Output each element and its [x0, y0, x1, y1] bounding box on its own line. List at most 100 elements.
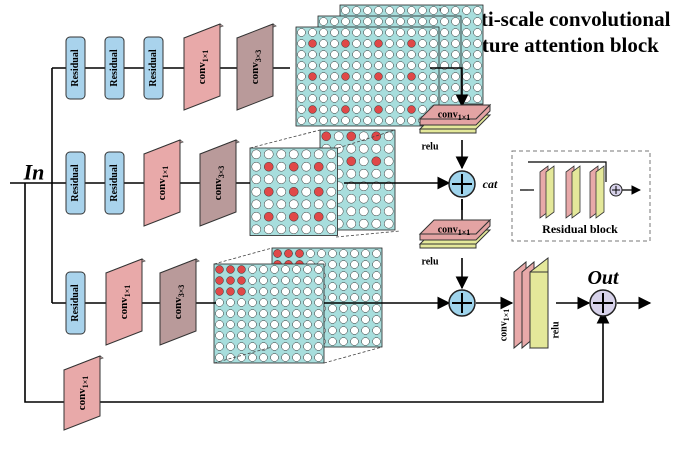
top-to-attention-line	[430, 67, 469, 108]
grid-cell	[341, 105, 350, 114]
grid-cell	[270, 298, 279, 307]
grid-cell	[301, 187, 311, 197]
grid-cell	[330, 61, 339, 70]
grid-cell	[314, 224, 324, 234]
grid-cell	[314, 276, 323, 285]
grid-cell	[308, 116, 317, 125]
plate-kernel-label: 1×1	[458, 228, 471, 237]
grid-cell	[215, 287, 224, 296]
grid-cell	[270, 353, 279, 362]
grid-cell	[363, 105, 372, 114]
grid-cell	[352, 94, 361, 103]
grid-cell	[330, 50, 339, 59]
grid-cell	[328, 315, 337, 324]
grid-cell	[326, 162, 336, 172]
grid-cell	[289, 187, 299, 197]
grid-cell	[339, 315, 348, 324]
grid-cell	[326, 224, 336, 234]
grid-cell	[346, 156, 356, 166]
grid-cell	[371, 144, 381, 154]
final-relu-face	[529, 271, 549, 349]
grid-cell	[295, 249, 304, 258]
grid-cell	[289, 162, 299, 172]
grid-cell	[273, 249, 282, 258]
grid-cell	[451, 72, 460, 81]
grid-cell	[314, 331, 323, 340]
grid-cell	[281, 287, 290, 296]
grid-cell	[350, 282, 359, 291]
residual-label: Residual	[109, 49, 120, 86]
grid-cell	[215, 353, 224, 362]
grid-cell	[297, 61, 306, 70]
grid-cell	[407, 83, 416, 92]
grid-cell	[385, 6, 394, 15]
conv-kernel-label: 1×1	[201, 50, 210, 63]
grid-cell	[350, 271, 359, 280]
middle-feature-map-front	[249, 147, 338, 236]
grid-cell	[371, 169, 381, 179]
grid-cell	[292, 309, 301, 318]
grid-cell	[350, 326, 359, 335]
grid-cell	[276, 212, 286, 222]
grid-cell	[440, 72, 449, 81]
residual-box	[104, 151, 125, 215]
grid-cell	[363, 72, 372, 81]
grid-cell	[374, 6, 383, 15]
grid-cell	[451, 28, 460, 37]
grid-cell	[314, 320, 323, 329]
grid-cell	[264, 187, 274, 197]
grid-cell	[440, 94, 449, 103]
grid-cell	[418, 105, 427, 114]
grid-cell	[352, 6, 361, 15]
grid-cell	[328, 326, 337, 335]
grid-cell	[237, 309, 246, 318]
grid-cell	[396, 94, 405, 103]
grid-cell	[314, 212, 324, 222]
grid-cell	[371, 206, 381, 216]
conv-kernel-label: 1×1	[81, 376, 90, 389]
grid-cell	[328, 271, 337, 280]
grid-cell	[396, 105, 405, 114]
grid-cell	[374, 83, 383, 92]
grid-cell	[473, 28, 482, 37]
grid-cell	[451, 39, 460, 48]
grid-cell	[297, 39, 306, 48]
grid-cell	[462, 39, 471, 48]
grid-cell	[281, 342, 290, 351]
grid-cell	[429, 50, 438, 59]
grid-cell	[259, 353, 268, 362]
grid-cell	[226, 320, 235, 329]
grid-cell	[251, 199, 261, 209]
grid-cell	[462, 50, 471, 59]
grid-cell	[462, 94, 471, 103]
grid-cell	[259, 287, 268, 296]
residual-label: Residual	[109, 164, 120, 201]
grid-cell	[251, 212, 261, 222]
grid-cell	[372, 315, 381, 324]
grid-cell	[308, 39, 317, 48]
residual-box	[104, 36, 125, 100]
grid-cell	[226, 342, 235, 351]
input-label: In	[23, 160, 45, 185]
grid-cell	[292, 287, 301, 296]
grid-cell	[363, 61, 372, 70]
grid-cell	[418, 39, 427, 48]
grid-cell	[326, 174, 336, 184]
grid-cell	[361, 249, 370, 258]
grid-cell	[374, 105, 383, 114]
grid-cell	[308, 105, 317, 114]
grid-cell	[314, 162, 324, 172]
grid-cell	[292, 265, 301, 274]
grid-cell	[429, 72, 438, 81]
grid-cell	[374, 72, 383, 81]
grid-cell	[372, 249, 381, 258]
grid-cell	[321, 131, 331, 141]
grid-cell	[297, 83, 306, 92]
grid-cell	[303, 342, 312, 351]
residual-label: Residual	[70, 49, 81, 86]
grid-cell	[301, 162, 311, 172]
grid-cell	[352, 28, 361, 37]
grid-cell	[451, 17, 460, 26]
grid-cell	[215, 331, 224, 340]
